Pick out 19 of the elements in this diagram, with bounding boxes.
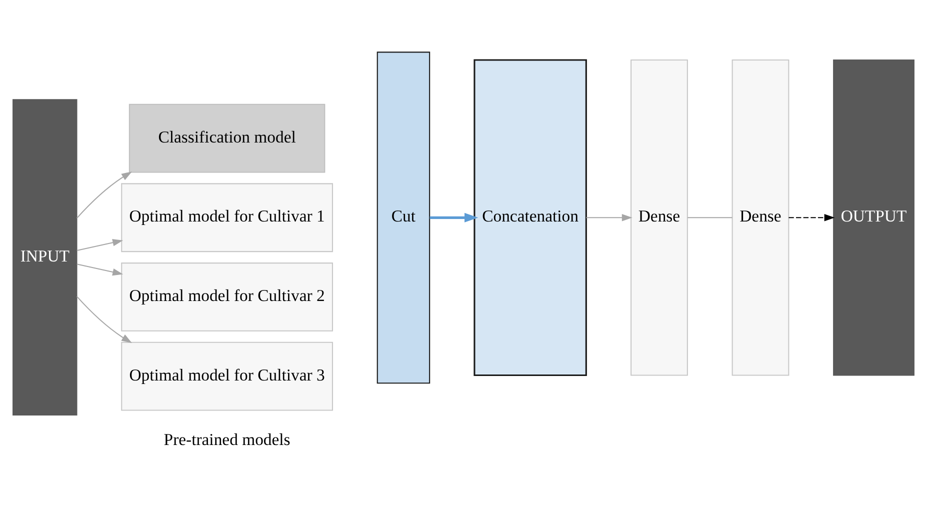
- arrow: [586, 214, 632, 222]
- node-box: Optimal model for Cultivar 2: [121, 262, 334, 332]
- node-box: Dense: [630, 59, 688, 376]
- node-box: Dense: [732, 59, 790, 376]
- connector: [688, 217, 732, 218]
- node-box: Optimal model for Cultivar 1: [121, 183, 334, 252]
- arrow: [76, 264, 124, 276]
- node-box: Optimal model for Cultivar 3: [121, 342, 334, 411]
- arrow: [76, 172, 132, 219]
- node-box: Concatenation: [474, 59, 587, 376]
- arrow: [430, 212, 478, 222]
- arrow: [76, 238, 124, 251]
- node-box: OUTPUT: [833, 59, 914, 376]
- arrow: [76, 296, 132, 344]
- arrow: [788, 214, 835, 222]
- node-box: INPUT: [12, 99, 78, 416]
- label: Pre-trained models: [164, 430, 290, 449]
- node-box: Cut: [376, 52, 430, 384]
- node-box: Classification model: [128, 104, 326, 173]
